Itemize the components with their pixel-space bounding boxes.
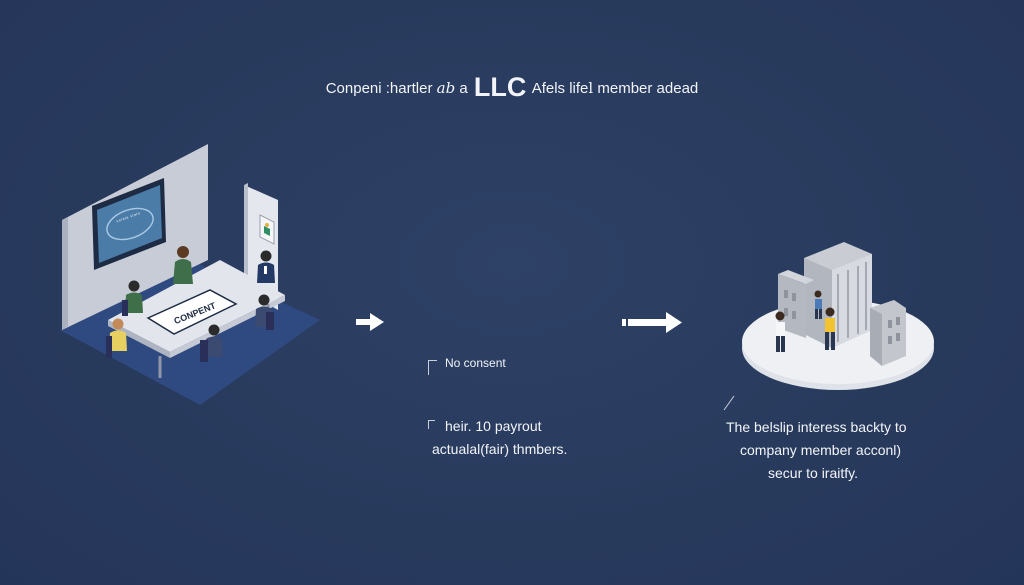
consent-card (146, 289, 238, 335)
title-part-4: Afels life (531, 80, 589, 97)
caption-marker-1 (428, 360, 437, 375)
title-part-5: member adead (597, 80, 699, 97)
caption-members: actualal(fair) thmbers. (432, 441, 568, 457)
caption-company-member: company member acconl) (740, 442, 902, 458)
title-part-1: Conpeni :hartler (325, 80, 433, 97)
caption-interest: The belslip interess backty to (726, 419, 907, 435)
person-left-2 (106, 318, 127, 358)
arrow-right-long-icon (622, 312, 682, 333)
caption-no-consent: No consent (445, 356, 506, 370)
person-platform-3 (814, 290, 822, 319)
person-left-1 (122, 280, 143, 316)
title-bar: l (588, 79, 594, 97)
pointer-line (723, 395, 735, 411)
person-right (257, 250, 275, 283)
person-front (200, 324, 223, 362)
caption-payout: heir. 10 payrout (445, 418, 542, 434)
person-right-2 (255, 294, 274, 330)
caption-secure: secur to iraitfy. (768, 465, 858, 481)
diagram-title: Conpeni :hartler ab a LLC Afels lifel me… (0, 72, 1024, 103)
meeting-room-illustration: ᵛᵉʳᵃʳᵃ ˢᵗᵃᵗᵉ CONPENT (60, 144, 320, 405)
title-llc: LLC (473, 72, 527, 102)
title-part-2: ab (436, 79, 456, 97)
person-platform-1 (775, 311, 785, 352)
institution-illustration (742, 242, 934, 390)
person-platform-2 (825, 307, 835, 350)
title-part-3: a (459, 80, 468, 97)
person-standing (173, 246, 193, 284)
arrow-right-icon (356, 313, 384, 331)
caption-marker-2 (428, 420, 435, 429)
